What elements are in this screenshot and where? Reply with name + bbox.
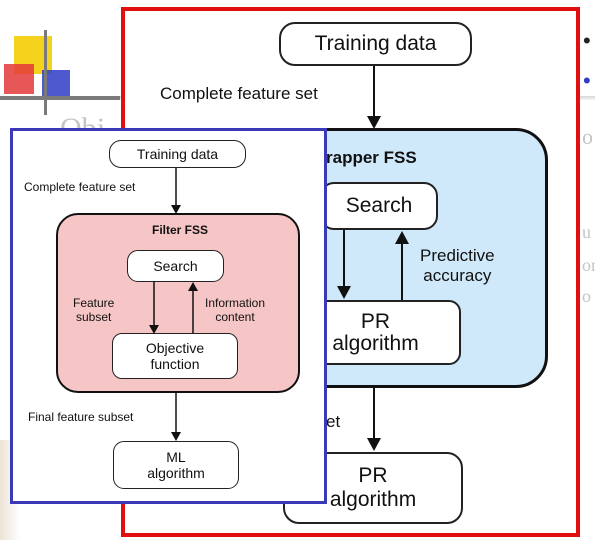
wrapper-search-label: Search: [345, 194, 413, 217]
filter-information-content-line2: content: [215, 310, 255, 324]
logo-vertical-rule: [44, 30, 47, 115]
filter-feature-subset-line2: subset: [76, 310, 112, 324]
wrapper-predictive-accuracy-line2: accuracy: [423, 266, 492, 285]
wrapper-training-data-label: Training data: [314, 32, 437, 55]
logo-red-square: [4, 64, 34, 94]
slide-text-fragment-3: or: [582, 255, 595, 275]
filter-search-label: Search: [153, 258, 198, 274]
slide-logo: [0, 30, 125, 120]
wrapper-pr-algorithm-line1: PR: [360, 309, 391, 333]
filter-ml-algorithm-box: ML algorithm: [113, 441, 239, 489]
wrapper-pr-algorithm-line2: algorithm: [332, 331, 419, 355]
wrapper-bottom-pr-line2: algorithm: [329, 488, 417, 511]
filter-objective-function-box: Objective function: [112, 333, 238, 379]
slide-bullet-1: •: [583, 28, 591, 53]
filter-objective-function-line2: function: [150, 356, 200, 372]
filter-arrow-fss-to-ml: [171, 393, 181, 441]
slide-bullet-2: •: [583, 68, 591, 93]
filter-arrow-search-to-objective: [149, 282, 159, 334]
filter-objective-function-line1: Objective: [145, 340, 205, 356]
filter-fss-title: Filter FSS: [152, 223, 209, 237]
slide-text-fragment-2: u: [582, 222, 591, 242]
filter-arrow-training-to-fss: [171, 168, 181, 214]
filter-final-feature-subset-label: Final feature subset: [28, 410, 134, 424]
filter-information-content-line1: Information: [205, 296, 266, 310]
wrapper-arrow-search-to-pr: [337, 230, 351, 299]
wrapper-final-label-fragment: et: [326, 412, 341, 431]
filter-feature-subset-label: Feature subset: [73, 296, 114, 324]
filter-complete-feature-set-label: Complete feature set: [24, 180, 136, 194]
wrapper-fss-title: rapper FSS: [326, 148, 417, 167]
wrapper-arrow-fss-to-pr: [367, 388, 381, 451]
slide-text-fragment-4: o: [582, 286, 591, 306]
wrapper-training-data-box: Training data: [279, 22, 472, 66]
wrapper-predictive-accuracy-label: Predictive accuracy: [420, 246, 495, 286]
wrapper-arrow-pr-to-search: [395, 231, 409, 300]
filter-ml-algorithm-line1: ML: [166, 449, 186, 465]
filter-search-box: Search: [127, 250, 224, 282]
filter-information-content-label: Information content: [205, 296, 265, 324]
wrapper-bottom-pr-line1: PR: [358, 464, 388, 487]
filter-ml-algorithm-line2: algorithm: [147, 465, 205, 481]
filter-training-data-box: Training data: [109, 140, 246, 168]
wrapper-predictive-accuracy-line1: Predictive: [420, 246, 495, 265]
slide-text-fragment-1: o: [582, 124, 593, 149]
filter-training-data-label: Training data: [136, 146, 219, 162]
logo-horizontal-rule: [0, 96, 125, 100]
filter-arrow-objective-to-search: [188, 282, 198, 334]
wrapper-arrow-training-to-fss: [367, 66, 381, 129]
filter-feature-subset-line1: Feature: [73, 296, 115, 310]
wrapper-complete-feature-set-label: Complete feature set: [160, 84, 318, 103]
wrapper-search-box: Search: [320, 182, 438, 230]
